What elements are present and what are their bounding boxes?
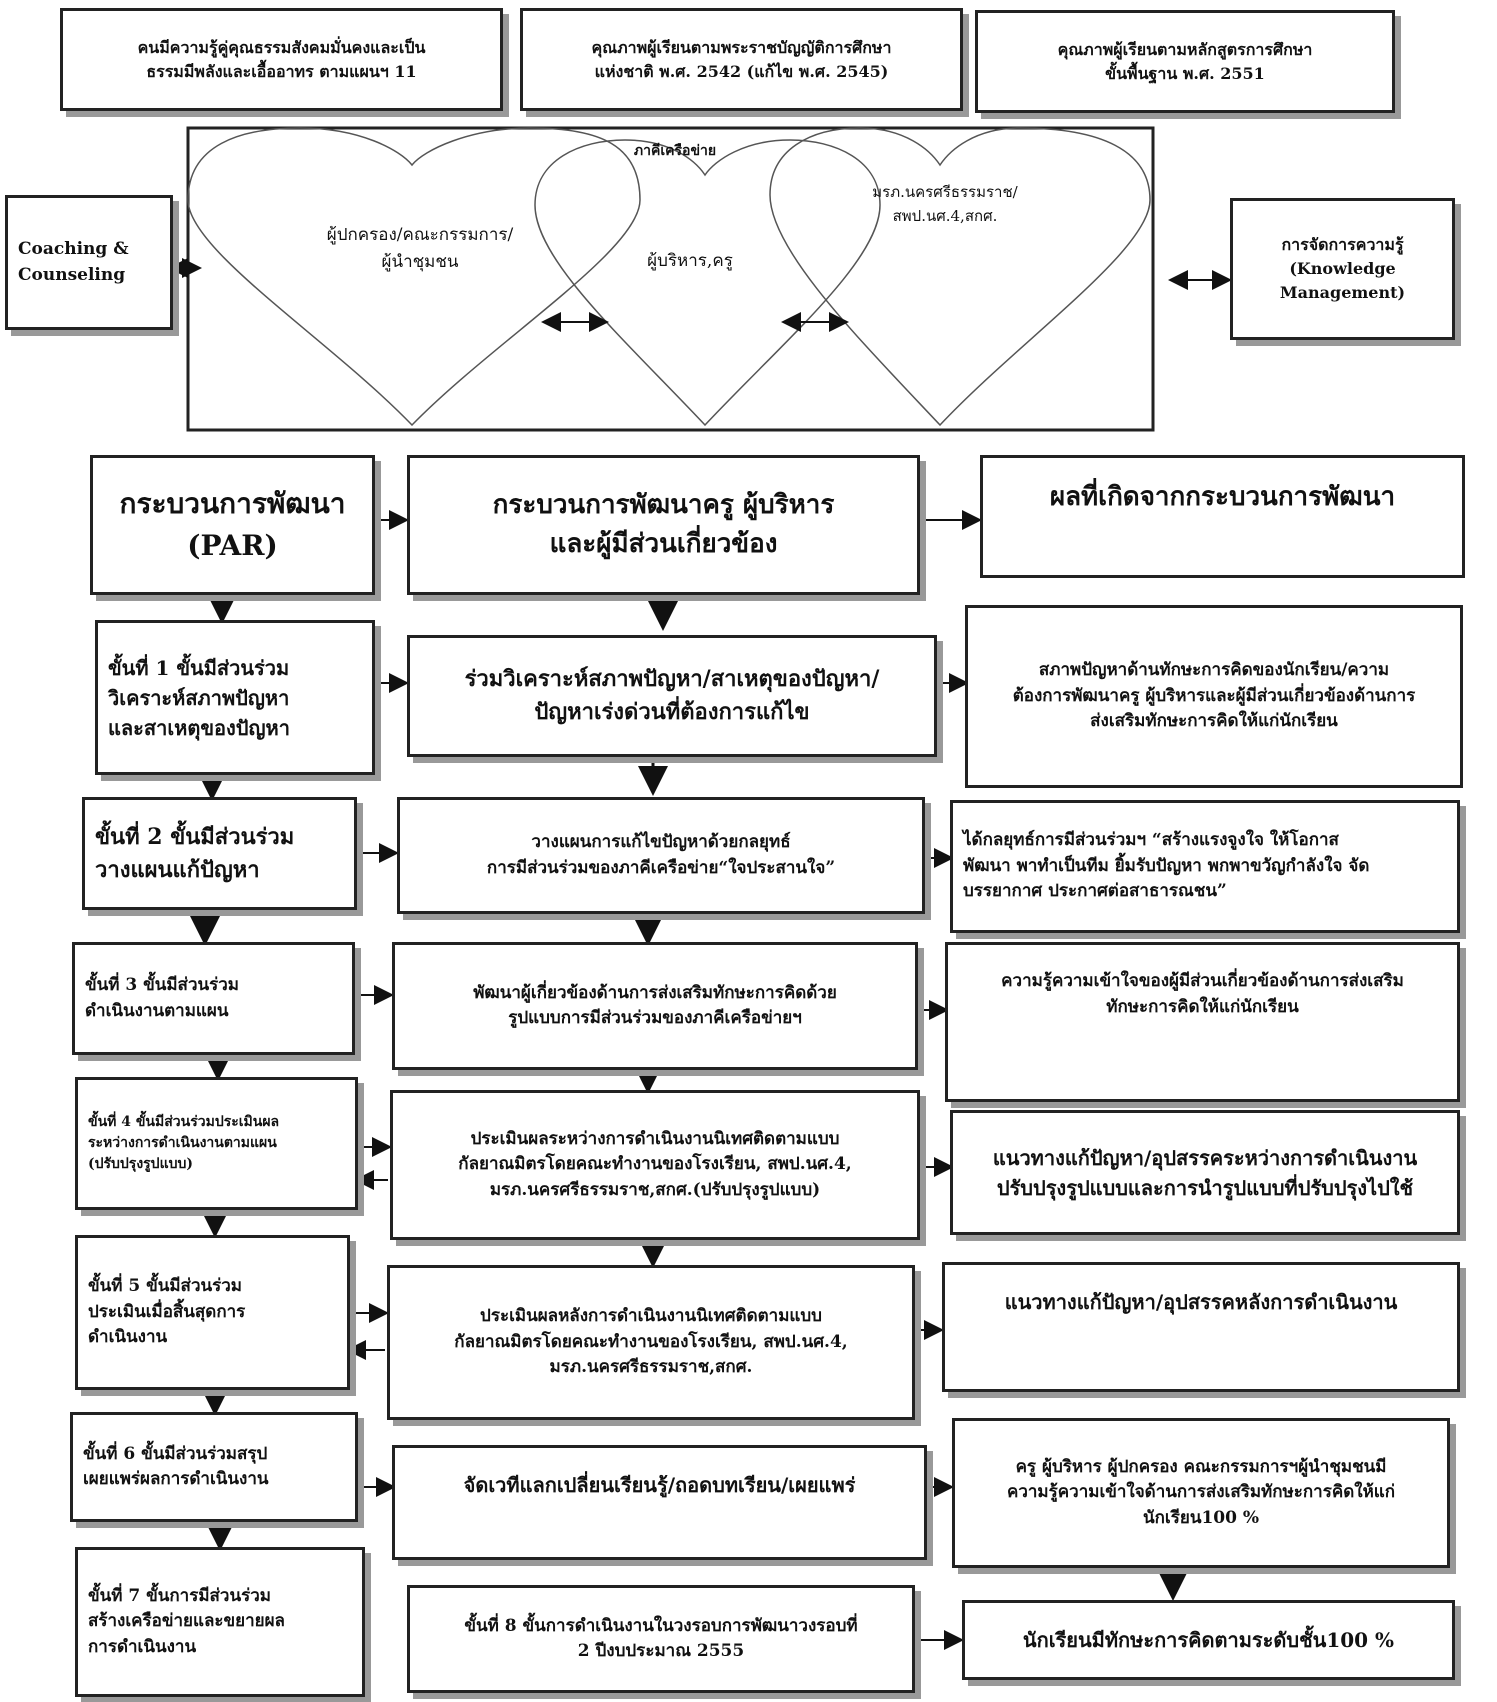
network-frame xyxy=(186,126,1155,432)
knowledge-management-box: การจัดการความรู้ (Knowledge Management) xyxy=(1230,198,1455,340)
result-3-box: ความรู้ความเข้าใจของผู้มีส่วนเกี่ยวข้องด… xyxy=(945,942,1460,1102)
goal-box-curriculum: คุณภาพผู้เรียนตามหลักสูตรการศึกษา ขั้นพื… xyxy=(975,10,1395,113)
header-par: กระบวนการพัฒนา (PAR) xyxy=(90,455,375,595)
process-4-box: ประเมินผลระหว่างการดำเนินงานนิเทศติดตามแ… xyxy=(390,1090,920,1240)
coaching-box: Coaching & Counseling xyxy=(5,195,173,330)
header-process: กระบวนการพัฒนาครู ผู้บริหาร และผู้มีส่วน… xyxy=(407,455,920,595)
process-2-box: วางแผนการแก้ไขปัญหาด้วยกลยุทธ์ การมีส่วน… xyxy=(397,797,925,914)
heart-right xyxy=(769,127,1151,427)
heart-label-administrators: ผู้บริหาร,ครู xyxy=(647,251,733,271)
heart-label-parents: ผู้ปกครอง/คณะกรรมการ/ ผู้นำชุมชน xyxy=(326,225,514,273)
process-5-box: ประเมินผลหลังการดำเนินงานนิเทศติดตามแบบ … xyxy=(387,1265,915,1420)
result-7-box: นักเรียนมีทักษะการคิดตามระดับชั้น100 % xyxy=(962,1600,1455,1680)
step-4-box: ขั้นที่ 4 ขั้นมีส่วนร่วมประเมินผล ระหว่า… xyxy=(75,1077,358,1210)
result-4-box: แนวทางแก้ปัญหา/อุปสรรคระหว่างการดำเนินงา… xyxy=(950,1110,1460,1235)
step-3-box: ขั้นที่ 3 ขั้นมีส่วนร่วม ดำเนินงานตามแผน xyxy=(72,942,355,1055)
result-6-box: ครู ผู้บริหาร ผู้ปกครอง คณะกรรมการฯผู้นำ… xyxy=(952,1418,1450,1568)
result-2-box: ได้กลยุทธ์การมีส่วนร่วมฯ “สร้างแรงจูงใจ … xyxy=(950,800,1460,933)
step-5-box: ขั้นที่ 5 ขั้นมีส่วนร่วม ประเมินเมื่อสิ้… xyxy=(75,1235,350,1390)
goal-box-national-plan: คนมีความรู้คู่คุณธรรมสังคมมั่นคงและเป็น … xyxy=(60,8,503,111)
result-5-box: แนวทางแก้ปัญหา/อุปสรรคหลังการดำเนินงาน xyxy=(942,1262,1460,1392)
step-2-box: ขั้นที่ 2 ขั้นมีส่วนร่วม วางแผนแก้ปัญหา xyxy=(82,797,357,910)
process-1-box: ร่วมวิเคราะห์สภาพปัญหา/สาเหตุของปัญหา/ ป… xyxy=(407,635,937,757)
goal-box-education-act: คุณภาพผู้เรียนตามพระราชบัญญัติการศึกษา แ… xyxy=(520,8,963,111)
network-title: ภาคีเครือข่าย xyxy=(633,143,717,159)
step-6-box: ขั้นที่ 6 ขั้นมีส่วนร่วมสรุป เผยแพร่ผลกา… xyxy=(70,1412,358,1522)
heart-left xyxy=(187,127,641,427)
header-result: ผลที่เกิดจากกระบวนการพัฒนา xyxy=(980,455,1465,578)
result-1-box: สภาพปัญหาด้านทักษะการคิดของนักเรียน/ความ… xyxy=(965,605,1463,788)
step-1-box: ขั้นที่ 1 ขั้นมีส่วนร่วม วิเคราะห์สภาพปั… xyxy=(95,620,375,775)
process-8-box: ขั้นที่ 8 ขั้นการดำเนินงานในวงรอบการพัฒน… xyxy=(407,1585,915,1693)
process-6-box: จัดเวทีแลกเปลี่ยนเรียนรู้/ถอดบทเรียน/เผย… xyxy=(392,1445,927,1560)
heart-center xyxy=(534,139,881,427)
step-7-box: ขั้นที่ 7 ขั้นการมีส่วนร่วม สร้างเครือข่… xyxy=(75,1547,365,1697)
process-3-box: พัฒนาผู้เกี่ยวข้องด้านการส่งเสริมทักษะกา… xyxy=(392,942,918,1070)
heart-label-university: มรภ.นครศรีธรรมราช/ สพป.นศ.4,สกศ. xyxy=(872,183,1018,225)
